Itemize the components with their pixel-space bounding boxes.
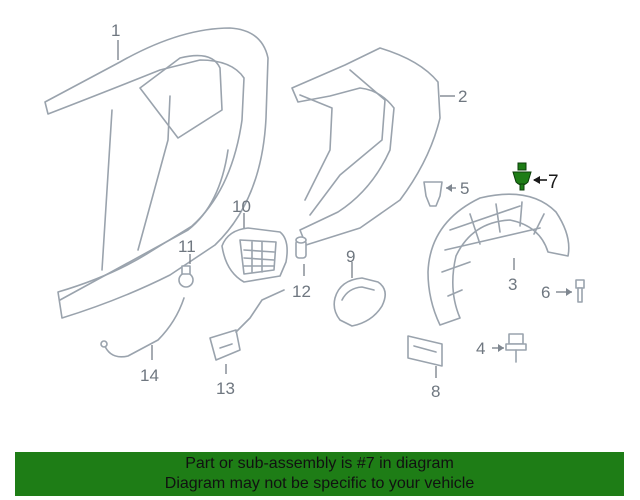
actuator-part-13 bbox=[209, 289, 285, 361]
callout-2[interactable]: 2 bbox=[458, 87, 467, 106]
cable-part-14 bbox=[100, 297, 185, 358]
arrow-4-icon bbox=[498, 344, 504, 352]
clip-part-5 bbox=[423, 181, 443, 207]
info-banner: Part or sub-assembly is #7 in diagram Di… bbox=[15, 452, 624, 496]
callout-6[interactable]: 6 bbox=[541, 283, 550, 302]
callout-10[interactable]: 10 bbox=[232, 197, 251, 216]
arrow-5-icon bbox=[446, 184, 452, 192]
callout-9[interactable]: 9 bbox=[346, 247, 355, 266]
banner-line-2: Diagram may not be specific to your vehi… bbox=[164, 475, 475, 492]
push-clip-part-7[interactable] bbox=[512, 162, 532, 191]
quarter-panel-part bbox=[44, 27, 269, 319]
callout-3[interactable]: 3 bbox=[508, 275, 517, 294]
screw-part-6 bbox=[575, 279, 585, 303]
callout-12[interactable]: 12 bbox=[292, 282, 311, 301]
bolt-part-4 bbox=[505, 333, 527, 363]
trim-part-8 bbox=[407, 335, 443, 367]
parts-diagram: 1 2 3 4 5 6 7 bbox=[44, 21, 585, 401]
arrow-7-icon bbox=[533, 176, 540, 184]
callout-14[interactable]: 14 bbox=[140, 366, 159, 385]
callout-7[interactable]: 7 bbox=[548, 172, 559, 193]
inner-panel-part bbox=[291, 47, 441, 246]
callout-8[interactable]: 8 bbox=[431, 382, 440, 401]
arrow-6-icon bbox=[566, 288, 572, 296]
grommet-part-12 bbox=[295, 236, 307, 259]
callout-5[interactable]: 5 bbox=[460, 179, 469, 198]
fuel-door-part-9 bbox=[333, 277, 386, 327]
pin-part-11 bbox=[178, 265, 194, 288]
banner-line-1: Part or sub-assembly is #7 in diagram bbox=[185, 455, 454, 472]
callout-11[interactable]: 11 bbox=[178, 237, 196, 256]
callout-1[interactable]: 1 bbox=[111, 21, 120, 40]
wheel-liner-part bbox=[427, 193, 570, 326]
filler-housing-part-10 bbox=[221, 227, 288, 283]
callout-4[interactable]: 4 bbox=[476, 339, 485, 358]
callout-13[interactable]: 13 bbox=[216, 379, 235, 398]
